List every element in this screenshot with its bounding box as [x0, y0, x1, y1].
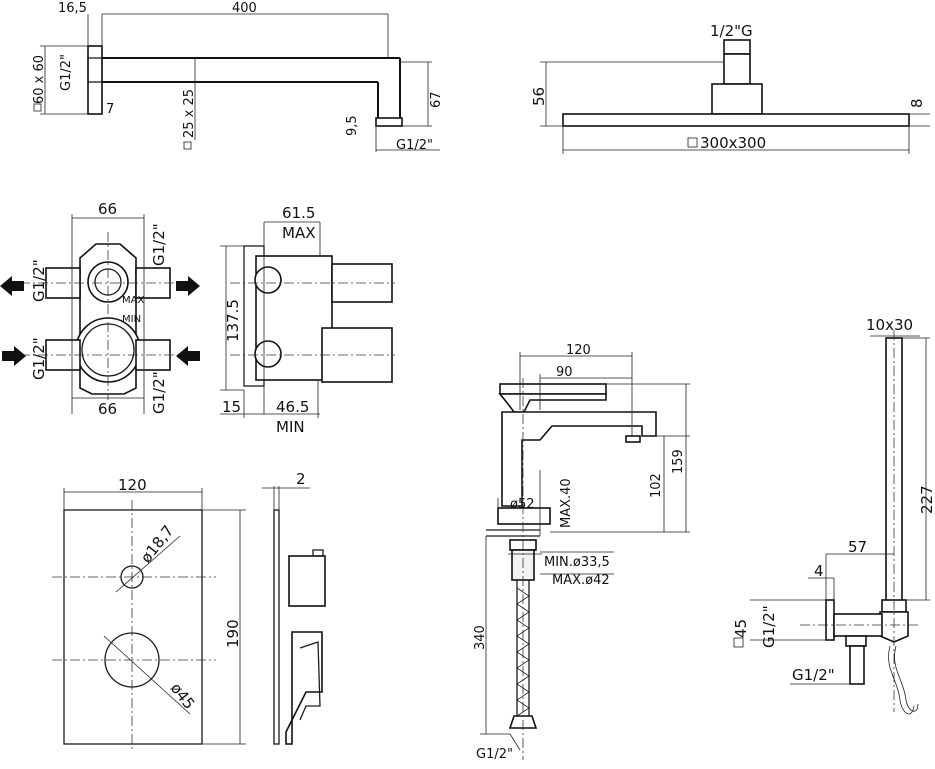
- shower-arm-wall-plate: [87, 45, 103, 115]
- cover-plate-side-knob: [288, 555, 326, 607]
- mixer-side-top-port: [254, 266, 282, 294]
- basin-base-dia: ø52: [510, 497, 535, 512]
- mixer-conn-right-bottom: G1/2": [150, 371, 168, 414]
- basin-mixer-handle: [499, 383, 607, 395]
- shower-head-drawing: 1/2"G 56 8 300x300: [530, 22, 930, 154]
- shower-head-plate: [562, 113, 910, 127]
- mixer-conn-left-top: G1/2": [30, 259, 48, 302]
- cover-plate-large-hole: [104, 632, 160, 688]
- cover-plate-drawing: 120 190 ø18,7 ø45: [52, 476, 246, 750]
- basin-mixer-body: [501, 411, 657, 507]
- shower-arm-outlet: [375, 117, 403, 127]
- shower-head-height: 56: [530, 87, 548, 106]
- basin-spout-reach: 90: [556, 365, 573, 380]
- basin-mixer-hose-braid: [516, 587, 530, 717]
- mixer-conn-left-bottom: G1/2": [30, 337, 48, 380]
- flow-arrow-right-out-icon: [176, 346, 200, 366]
- basin-max-hole: MAX.ø42: [552, 573, 610, 588]
- shower-arm-plate-thk: 7: [106, 102, 114, 117]
- flow-arrow-left-in-icon: [2, 346, 26, 366]
- mixer-side-height: 137.5: [224, 299, 242, 342]
- flow-arrow-left-out-icon: [0, 276, 24, 296]
- basin-mixer-drawing: 120 90 159 102 ø52 MAX.40 MIN.ø33,5 MAX.…: [473, 343, 690, 762]
- shower-head-nut: [723, 53, 751, 85]
- cover-plate-small-hole: [120, 565, 144, 589]
- cover-plate-large-dia: ø45: [167, 679, 199, 712]
- square-symbol-icon: [33, 103, 42, 112]
- cover-plate-side-plate: [273, 509, 280, 745]
- basin-max-deck: MAX.40: [559, 478, 574, 528]
- cover-plate-small-leader: [115, 535, 181, 593]
- basin-spout-total: 120: [566, 343, 591, 358]
- shower-head-connector-top: [723, 39, 751, 55]
- shower-head-mount: [711, 83, 763, 115]
- square-symbol-icon: [687, 137, 698, 148]
- hand-shower-flange: 4: [814, 562, 824, 580]
- mixer-width-top: 66: [98, 200, 117, 218]
- hand-shower-thread-h: G1/2": [792, 666, 835, 684]
- mixer-side-min-label: MIN: [276, 418, 305, 436]
- basin-hose-length: 340: [473, 625, 488, 650]
- shower-head-thread: 1/2"G: [710, 22, 753, 40]
- cover-plate-height: 190: [224, 619, 242, 648]
- hand-shower-drawing: 10x30 227 57 4 45 G1/2" G1/2": [732, 316, 935, 715]
- shower-arm-top-offset: 16,5: [58, 1, 87, 16]
- hand-shower-square: 45: [732, 619, 750, 638]
- cover-plate-side: 2: [262, 470, 326, 745]
- shower-arm-drawing: 16,5 400 60 x 60 G1/2" 7 25 x 25 67 9,5 …: [32, 1, 444, 153]
- cover-plate-width: 120: [118, 476, 147, 494]
- cover-plate-side-lever: [285, 631, 323, 745]
- hand-shower-thread-v: G1/2": [760, 605, 778, 648]
- shower-arm-outlet-height: 9,5: [345, 115, 360, 136]
- shower-arm-outlet-thread: G1/2": [396, 138, 433, 153]
- cover-plate-front: [63, 509, 203, 745]
- basin-spout-height: 102: [649, 473, 664, 498]
- shower-head-thk: 8: [908, 98, 926, 108]
- hand-shower-length: 227: [918, 485, 935, 514]
- hand-shower-outlet-spigot: [849, 645, 865, 685]
- mixer-max-mark: MAX: [122, 295, 144, 306]
- mixer-side-max-label: MAX: [282, 224, 315, 242]
- hand-shower-hose-inner: [894, 645, 919, 712]
- cover-plate-side-knob-cap: [312, 549, 324, 557]
- shower-arm-section: 25 x 25: [182, 89, 197, 138]
- hand-shower-outlet-nut: [845, 635, 867, 647]
- basin-mixer-handle-base: [498, 393, 607, 413]
- hand-shower-outlet: 57: [848, 538, 867, 556]
- shower-head-size: 300x300: [700, 134, 766, 152]
- mixer-min-mark: MIN: [122, 314, 141, 325]
- mixer-conn-right-top: G1/2": [150, 223, 168, 266]
- shower-arm-thread: G1/2": [59, 54, 74, 91]
- mixer-width-bottom: 66: [98, 400, 117, 418]
- basin-mixer-hose: [516, 580, 530, 716]
- cover-plate-small-dia: ø18,7: [137, 522, 177, 567]
- mixer-side-plaster: 15: [222, 398, 241, 416]
- shower-arm-thread-block: [87, 57, 103, 83]
- square-symbol-icon: [183, 141, 192, 150]
- basin-mixer-base: [497, 507, 551, 525]
- cover-plate-large-leader: [103, 635, 191, 715]
- shower-arm-length: 400: [232, 1, 257, 16]
- mixer-side-bottom-port: [254, 340, 282, 368]
- hand-shower-wall-flange: [825, 599, 835, 641]
- flow-arrow-right-in-icon: [176, 276, 200, 296]
- hand-shower-section: 10x30: [866, 316, 913, 334]
- basin-hose-thread-leader: [509, 733, 521, 751]
- basin-hose-thread: G1/2": [476, 747, 513, 762]
- mixer-body-front: MAX MIN 66 66 G1/2" G1/2" G1/2" G1/2": [0, 200, 200, 418]
- shower-arm-plate-size: 60 x 60: [32, 55, 47, 104]
- mixer-side-max-value: 61.5: [282, 204, 315, 222]
- basin-height-total: 159: [671, 449, 686, 474]
- cover-plate-side-lever-edge: [299, 641, 321, 721]
- shower-arm-drop: 67: [429, 91, 444, 108]
- basin-min-hole: MIN.ø33,5: [544, 555, 610, 570]
- square-symbol-icon: [733, 637, 744, 648]
- mixer-body-side: 61.5 MAX 137.5 15 46.5 MIN: [220, 204, 395, 436]
- mixer-side-min-value: 46.5: [276, 398, 309, 416]
- cover-plate-thickness: 2: [296, 470, 306, 488]
- hand-shower-hose: [888, 645, 915, 715]
- basin-mixer-aerator: [625, 435, 641, 443]
